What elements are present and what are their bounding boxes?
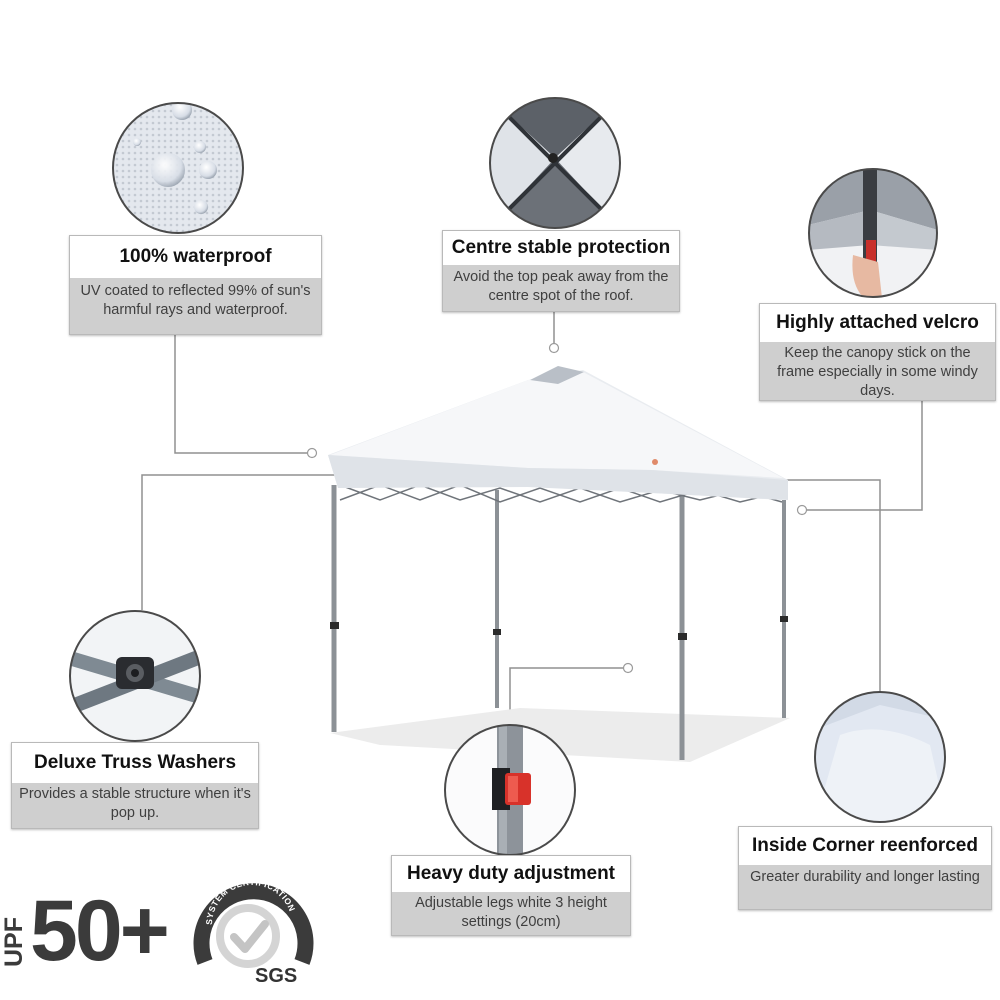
feature-card-centre: Centre stable protection Avoid the top p… bbox=[442, 230, 680, 312]
feature-card-velcro: Highly attached velcro Keep the canopy s… bbox=[759, 303, 996, 401]
feature-description: UV coated to reflected 99% of sun's harm… bbox=[80, 283, 311, 318]
feature-title: Highly attached velcro bbox=[760, 304, 995, 342]
feature-title: Deluxe Truss Washers bbox=[12, 743, 258, 783]
cert-name: SGS bbox=[255, 965, 298, 987]
feature-card-truss: Deluxe Truss Washers Provides a stable s… bbox=[11, 742, 259, 829]
svg-text:UPF: UPF bbox=[0, 917, 28, 967]
feature-description: Adjustable legs white 3 height settings … bbox=[415, 895, 607, 930]
cert-ring-text: SYSTEM CERTIFICATION bbox=[204, 877, 297, 925]
truss-washer-detail bbox=[69, 610, 201, 742]
feature-title: Centre stable protection bbox=[443, 231, 679, 265]
centre-peak-detail bbox=[489, 97, 621, 229]
checkmark-seal-icon: SYSTEM CERTIFICATION bbox=[193, 877, 314, 968]
feature-description: Provides a stable structure when it's po… bbox=[19, 786, 251, 821]
feature-card-corner: Inside Corner reenforced Greater durabil… bbox=[738, 826, 992, 910]
feature-description: Greater durability and longer lasting bbox=[750, 869, 980, 885]
upf-label: UPF bbox=[0, 917, 28, 967]
canopy-tent bbox=[328, 366, 788, 760]
inside-corner-detail bbox=[814, 691, 946, 823]
ground-shadow bbox=[330, 708, 790, 762]
feature-card-adjust: Heavy duty adjustment Adjustable legs wh… bbox=[391, 855, 631, 936]
velcro-detail bbox=[808, 168, 938, 298]
feature-title: Inside Corner reenforced bbox=[739, 827, 991, 865]
leg-adjustment-detail bbox=[444, 724, 576, 856]
feature-title: Heavy duty adjustment bbox=[392, 856, 630, 892]
upf-value: 50+ bbox=[30, 883, 170, 979]
feature-description: Avoid the top peak away from the centre … bbox=[453, 269, 669, 304]
svg-text:SYSTEM CERTIFICATION: SYSTEM CERTIFICATION bbox=[204, 877, 297, 925]
feature-title: 100% waterproof bbox=[70, 236, 321, 278]
feature-card-waterproof: 100% waterproof UV coated to reflected 9… bbox=[69, 235, 322, 335]
water-droplets-icon bbox=[112, 102, 244, 234]
feature-description: Keep the canopy stick on the frame espec… bbox=[777, 345, 978, 399]
